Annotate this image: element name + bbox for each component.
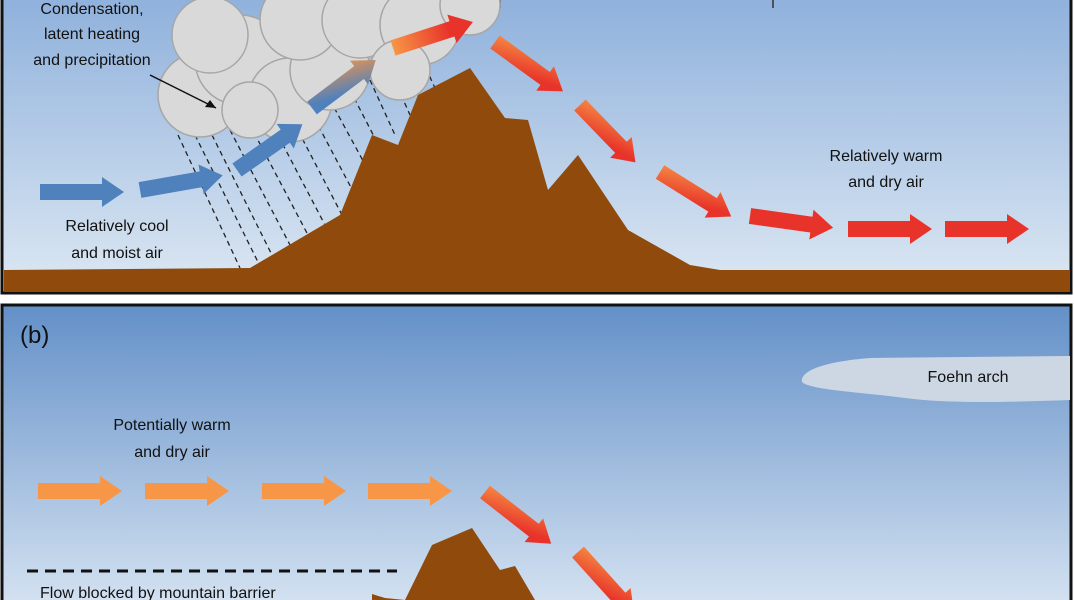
upstream-label-2: and dry air <box>134 444 210 461</box>
foehn-arch-cloud <box>801 356 1070 402</box>
cloud-label-2: latent heating <box>44 26 140 43</box>
upwind-label-1: Relatively cool <box>65 218 168 235</box>
upwind-label-2: and moist air <box>71 245 163 262</box>
panel-label: (b) <box>20 322 49 349</box>
downwind-label-1: Relatively warm <box>830 148 943 165</box>
panel-b: (b) Foehn arch Potentially warm and dry … <box>0 303 1073 600</box>
blocked-flow-label: Flow blocked by mountain barrier <box>40 585 276 600</box>
cloud-label-1: Condensation, <box>40 1 143 18</box>
upstream-label-1: Potentially warm <box>113 417 230 434</box>
leader-arrow <box>149 74 217 109</box>
panel-a: Condensation, latent heating and precipi… <box>0 0 1073 295</box>
leader-arrowhead <box>205 100 216 108</box>
downwind-label-2: and dry air <box>848 174 924 191</box>
foehn-arch-label: Foehn arch <box>928 369 1009 386</box>
mountain-b <box>372 528 535 600</box>
cloud <box>157 0 501 143</box>
cloud-label-3: and precipitation <box>33 52 150 69</box>
mountain <box>4 68 1070 292</box>
